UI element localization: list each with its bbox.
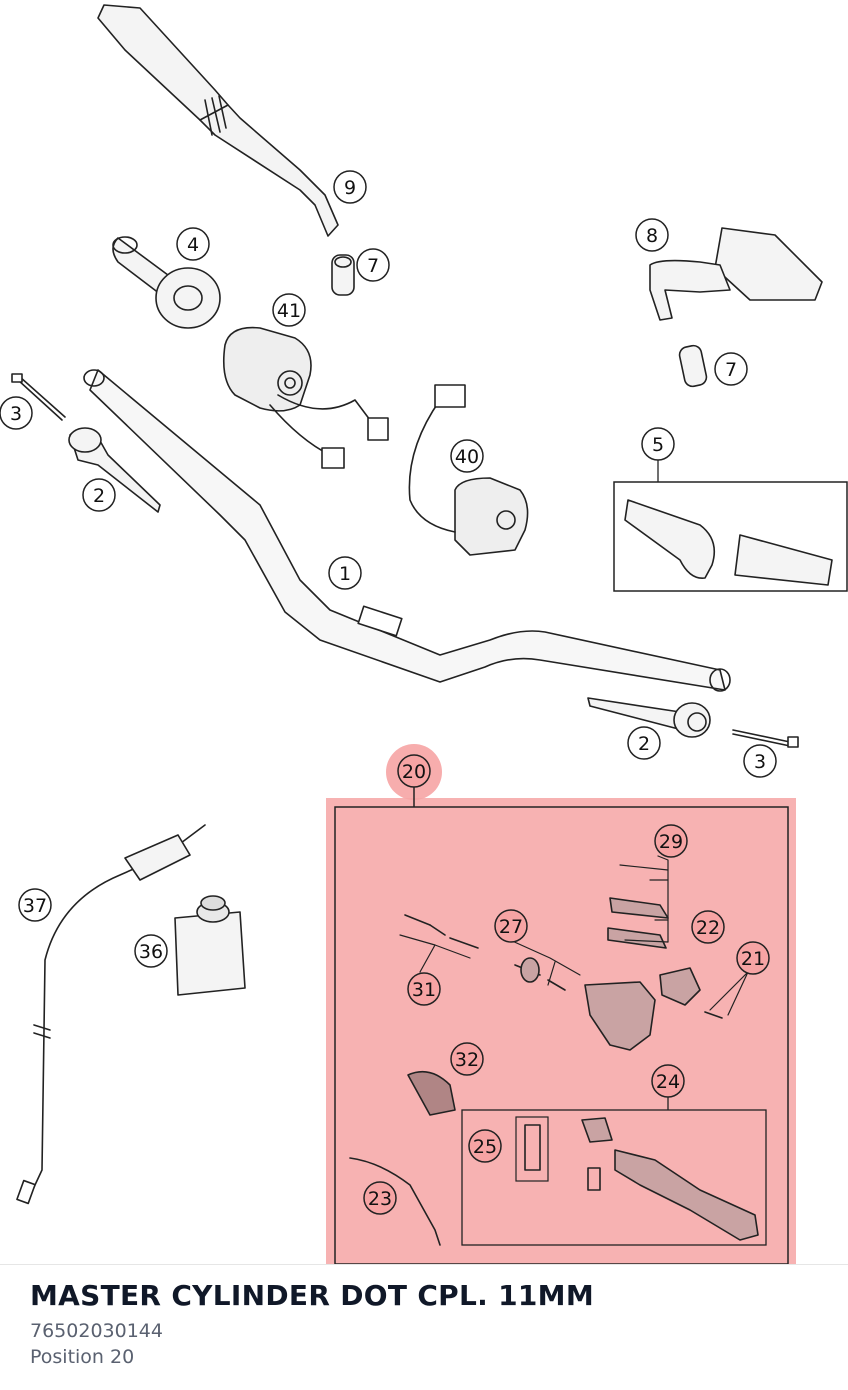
callout-29[interactable]: 29 (654, 824, 688, 858)
svg-text:1: 1 (339, 563, 351, 585)
svg-text:4: 4 (187, 234, 199, 256)
callout-20[interactable]: 20 (397, 754, 431, 788)
svg-text:25: 25 (473, 1136, 497, 1158)
svg-text:40: 40 (455, 446, 479, 468)
selected-position-highlight[interactable] (326, 744, 796, 1265)
switch-right-part[interactable] (408, 384, 529, 556)
svg-text:31: 31 (412, 979, 436, 1001)
callout-5[interactable]: 5 (641, 427, 675, 461)
bolt-left-part[interactable] (11, 373, 66, 421)
svg-text:32: 32 (455, 1049, 479, 1071)
callout-23[interactable]: 23 (363, 1181, 397, 1215)
part-info-panel: MASTER CYLINDER DOT CPL. 11MM 7650203014… (0, 1264, 848, 1390)
svg-text:7: 7 (725, 359, 737, 381)
callout-3-right[interactable]: 3 (743, 744, 777, 778)
callout-25[interactable]: 25 (468, 1129, 502, 1163)
svg-text:22: 22 (696, 917, 720, 939)
svg-text:7: 7 (367, 255, 379, 277)
callout-22[interactable]: 22 (691, 910, 725, 944)
grip-set-part[interactable] (624, 499, 833, 586)
svg-text:2: 2 (93, 485, 105, 507)
bracket-box-25 (515, 1116, 549, 1182)
brake-line-part[interactable] (16, 824, 206, 1205)
bar-end-insert-right-part[interactable] (587, 697, 711, 738)
mirror-left-part[interactable] (97, 4, 339, 237)
callout-4[interactable]: 4 (176, 227, 210, 261)
svg-text:29: 29 (659, 831, 683, 853)
svg-text:37: 37 (23, 895, 47, 917)
callout-31[interactable]: 31 (407, 972, 441, 1006)
svg-text:21: 21 (741, 948, 765, 970)
svg-text:2: 2 (638, 733, 650, 755)
svg-text:24: 24 (656, 1071, 680, 1093)
callout-24[interactable]: 24 (651, 1064, 685, 1098)
callout-27[interactable]: 27 (494, 909, 528, 943)
callout-9[interactable]: 9 (333, 170, 367, 204)
callout-37[interactable]: 37 (18, 888, 52, 922)
svg-text:3: 3 (10, 403, 22, 425)
svg-text:8: 8 (646, 225, 658, 247)
lever-set-box (461, 1109, 767, 1246)
callout-7[interactable]: 7 (356, 248, 390, 282)
callout-8[interactable]: 8 (635, 218, 669, 252)
callout-2-right[interactable]: 2 (627, 726, 661, 760)
mirror-right-part[interactable] (649, 227, 823, 321)
brake-fluid-can-part[interactable] (174, 895, 246, 996)
callout-7-right[interactable]: 7 (714, 352, 748, 386)
grip-set-box (613, 481, 848, 592)
callout-labels: 9 4 7 41 8 7 3 2 40 5 1 2 3 20 29 22 27 … (0, 170, 777, 1215)
svg-text:20: 20 (402, 761, 426, 783)
callout-36[interactable]: 36 (134, 934, 168, 968)
part-title: MASTER CYLINDER DOT CPL. 11MM (30, 1279, 595, 1312)
callout-1[interactable]: 1 (328, 556, 362, 590)
svg-text:36: 36 (139, 941, 163, 963)
svg-text:27: 27 (499, 916, 523, 938)
grip-left-part[interactable] (112, 236, 221, 329)
callout-3[interactable]: 3 (0, 396, 33, 430)
part-number: 76502030144 (30, 1320, 163, 1342)
bar-end-insert-left-part[interactable] (68, 427, 161, 513)
svg-text:5: 5 (652, 434, 664, 456)
exploded-parts-diagram[interactable]: 9 4 7 41 8 7 3 2 40 5 1 2 3 20 29 22 27 … (0, 0, 848, 1265)
bar-end-weight-right-part[interactable] (678, 344, 708, 388)
leader-lines (399, 855, 749, 1016)
callout-41[interactable]: 41 (272, 293, 306, 327)
bar-end-weight-part[interactable] (331, 254, 355, 296)
svg-text:41: 41 (277, 300, 301, 322)
switch-left-part[interactable] (222, 326, 389, 469)
callout-40[interactable]: 40 (450, 439, 484, 473)
svg-text:3: 3 (754, 751, 766, 773)
part-position: Position 20 (30, 1346, 135, 1368)
handlebar-part[interactable] (83, 369, 731, 692)
callout-21[interactable]: 21 (736, 941, 770, 975)
svg-text:9: 9 (344, 177, 356, 199)
svg-text:23: 23 (368, 1188, 392, 1210)
master-cylinder-assembly-part[interactable] (349, 897, 759, 1246)
callout-2[interactable]: 2 (82, 478, 116, 512)
callout-32[interactable]: 32 (450, 1042, 484, 1076)
bolt-right-part[interactable] (732, 729, 799, 748)
